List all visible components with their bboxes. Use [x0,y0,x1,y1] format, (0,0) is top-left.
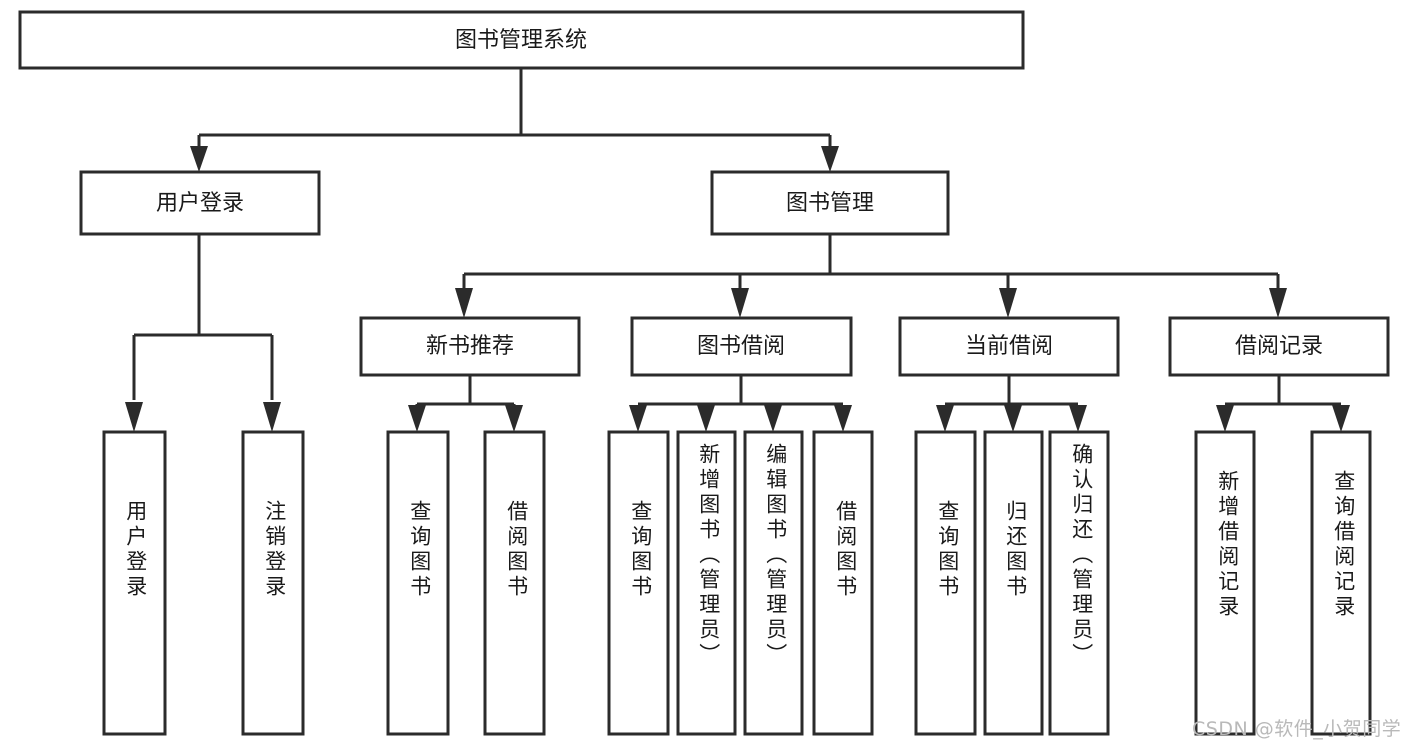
node-borrow-record-box[interactable] [1168,316,1390,377]
node-user-login[interactable]: 用户登录 [79,170,321,236]
arrow-icon-leaf-c1 [936,405,954,432]
node-new-book[interactable]: 新书推荐 [359,316,581,377]
node-root[interactable]: 图书管理系统 [18,10,1025,70]
arrow-icon-new-book [455,288,473,318]
node-book-borrow[interactable]: 图书借阅 [630,316,853,377]
arrow-icon-current-borrow [999,288,1017,318]
leaf-box-user-login-2[interactable] [241,430,305,736]
leaf-box-new-book-1[interactable] [386,430,450,736]
arrow-icon-leaf-b2 [697,405,715,432]
arrow-icon-leaf-r2 [1332,405,1350,432]
node-book-manage-box[interactable] [710,170,950,236]
leaf-box-current-borrow-2[interactable] [983,430,1044,736]
arrow-icon-leaf-c2 [1004,405,1022,432]
node-book-borrow-label: 图书借阅 [697,334,785,359]
node-borrow-record[interactable]: 借阅记录 [1168,316,1390,377]
leaf-box-book-borrow-1[interactable] [607,430,670,736]
leaf-box-current-borrow-1[interactable] [914,430,977,736]
leaf-box-current-borrow-3[interactable] [1048,430,1110,736]
node-new-book-box[interactable] [359,316,581,377]
leaf-box-book-borrow-4[interactable] [812,430,874,736]
arrow-icon-leaf-n1 [408,405,426,432]
node-user-login-box[interactable] [79,170,321,236]
connector-layer [125,68,1350,432]
node-root-box[interactable] [18,10,1025,70]
arrow-icon-leaf-u2 [263,402,281,432]
leaf-box-user-login-1[interactable] [102,430,167,736]
arrow-icon-leaf-b4 [834,405,852,432]
arrow-icon-leaf-b3 [764,405,782,432]
node-book-manage[interactable]: 图书管理 [710,170,950,236]
node-book-borrow-box[interactable] [630,316,853,377]
arrow-icon-user-login [190,146,208,172]
arrow-icon-borrow-record [1269,288,1287,318]
node-root-label: 图书管理系统 [455,28,587,53]
node-current-borrow-label: 当前借阅 [965,334,1053,359]
arrow-icon-book-manage [821,146,839,172]
leaf-box-new-book-2[interactable] [483,430,546,736]
arrow-icon-leaf-r1 [1216,405,1234,432]
arrow-icon-book-borrow [731,288,749,318]
node-new-book-label: 新书推荐 [426,334,514,359]
csdn-watermark: CSDN @软件_小贺同学 [1192,718,1402,740]
arrow-icon-leaf-b1 [629,405,647,432]
leaf-box-borrow-record-2[interactable] [1310,430,1372,736]
node-borrow-record-label: 借阅记录 [1235,334,1323,359]
node-book-manage-label: 图书管理 [786,191,874,216]
node-current-borrow-box[interactable] [898,316,1120,377]
node-current-borrow[interactable]: 当前借阅 [898,316,1120,377]
arrow-icon-leaf-n2 [505,405,523,432]
arrow-icon-leaf-u1 [125,402,143,432]
leaf-box-book-borrow-2[interactable] [676,430,737,736]
leaf-box-book-borrow-3[interactable] [743,430,804,736]
arrow-icon-leaf-c3 [1069,405,1087,432]
node-user-login-label: 用户登录 [156,191,244,216]
leaf-box-borrow-record-1[interactable] [1194,430,1256,736]
node-layer: 图书管理系统 用户登录 图书管理 新书推荐 图书借阅 当前 [18,10,1390,736]
